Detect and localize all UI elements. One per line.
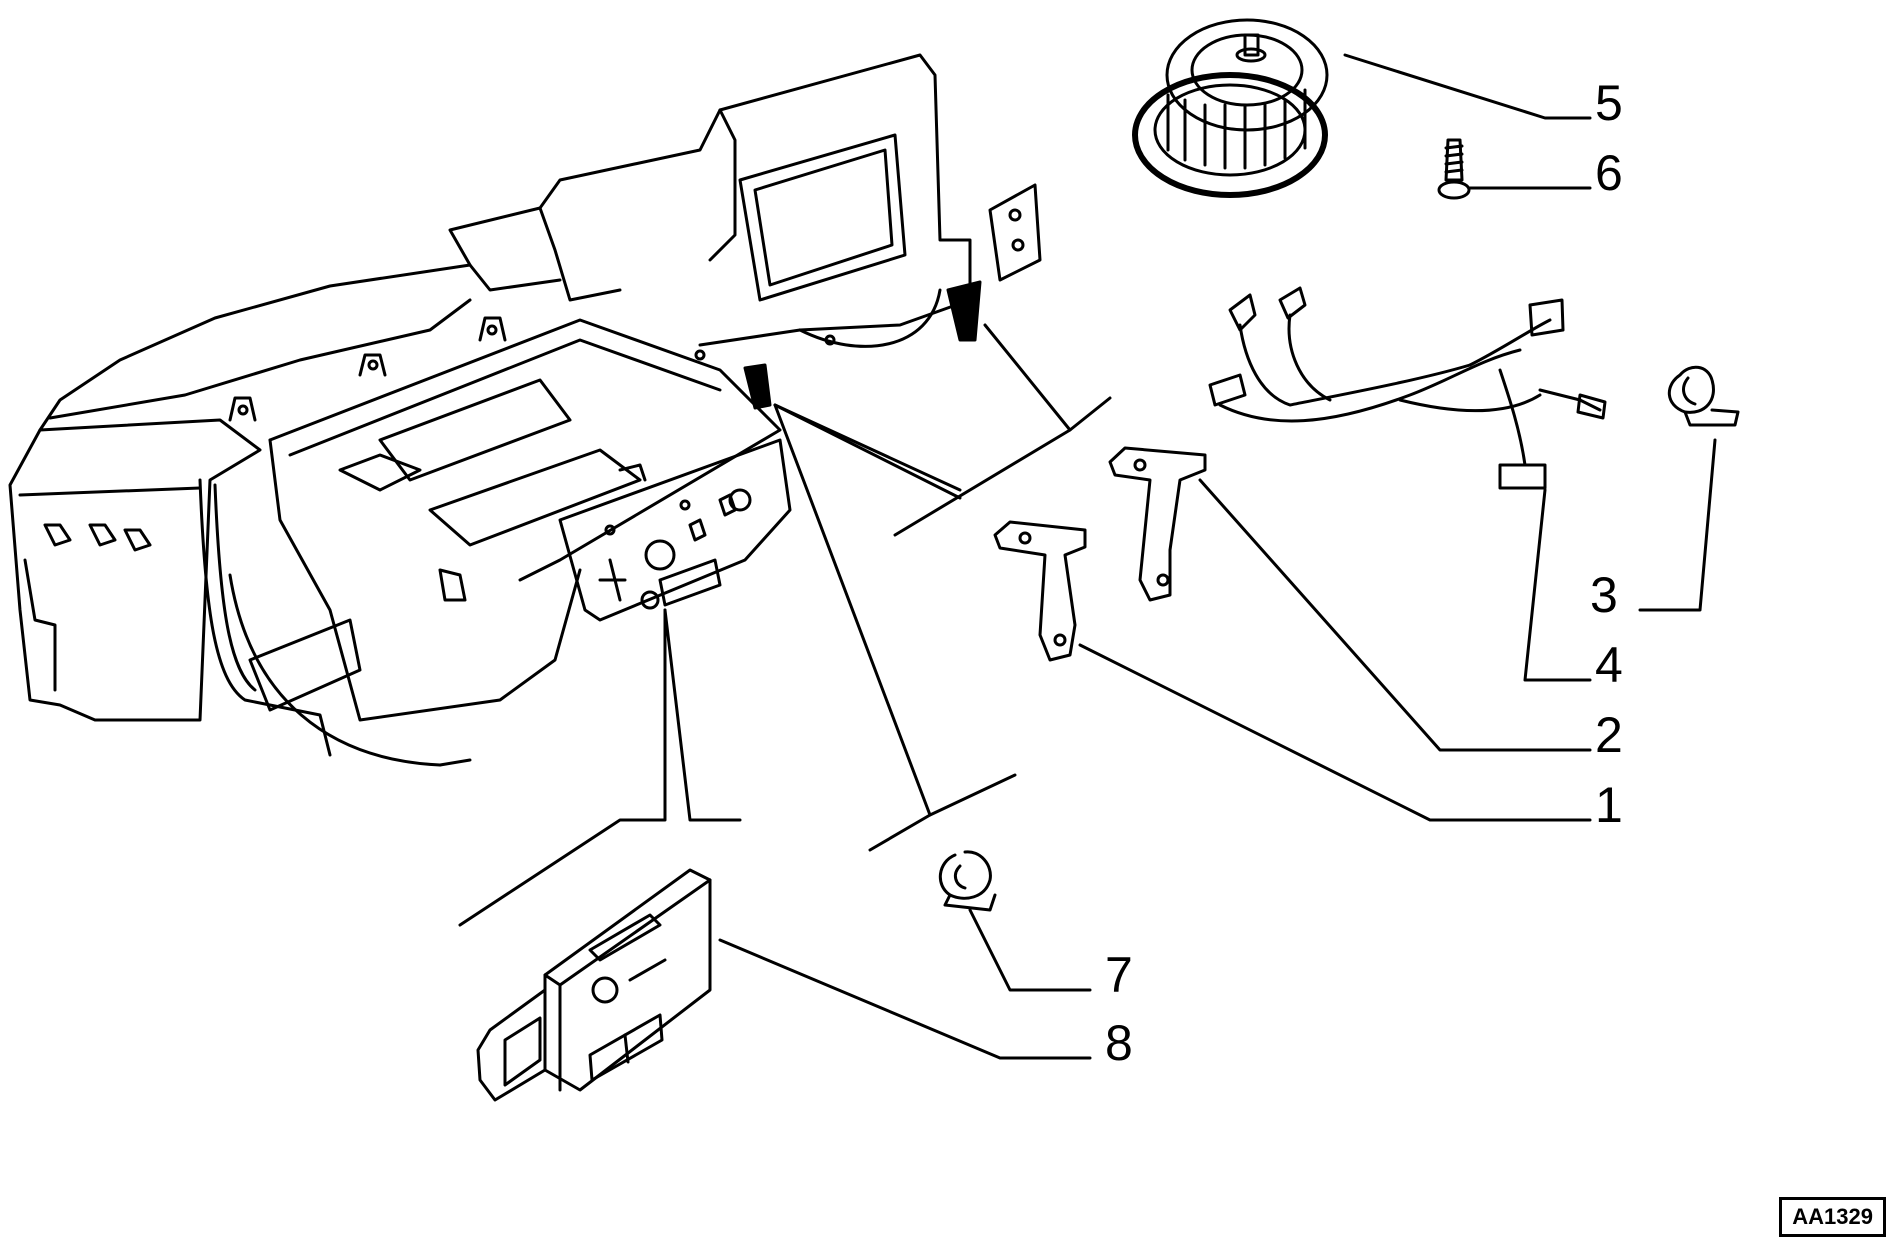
callout-5: 5 (1595, 75, 1623, 131)
heater-housing (8, 53, 1042, 767)
blower-fan (1132, 18, 1329, 198)
callout-numbers: 5 6 3 4 2 1 7 8 (1105, 75, 1623, 1071)
callout-7: 7 (1105, 947, 1133, 1003)
wiring-harness (1208, 286, 1607, 490)
clip-7 (939, 850, 997, 912)
reference-code: AA1329 (1779, 1197, 1886, 1237)
screw (1437, 138, 1471, 200)
clip-3 (1667, 365, 1740, 427)
control-module (476, 868, 712, 1102)
bracket-2 (1108, 446, 1207, 602)
callout-2: 2 (1595, 707, 1623, 763)
callout-1: 1 (1595, 777, 1623, 833)
callout-4: 4 (1595, 637, 1623, 693)
callout-3: 3 (1590, 567, 1618, 623)
leader-lines (458, 53, 1717, 1060)
bracket-1 (993, 520, 1087, 662)
callout-8: 8 (1105, 1015, 1133, 1071)
callout-6: 6 (1595, 145, 1623, 201)
